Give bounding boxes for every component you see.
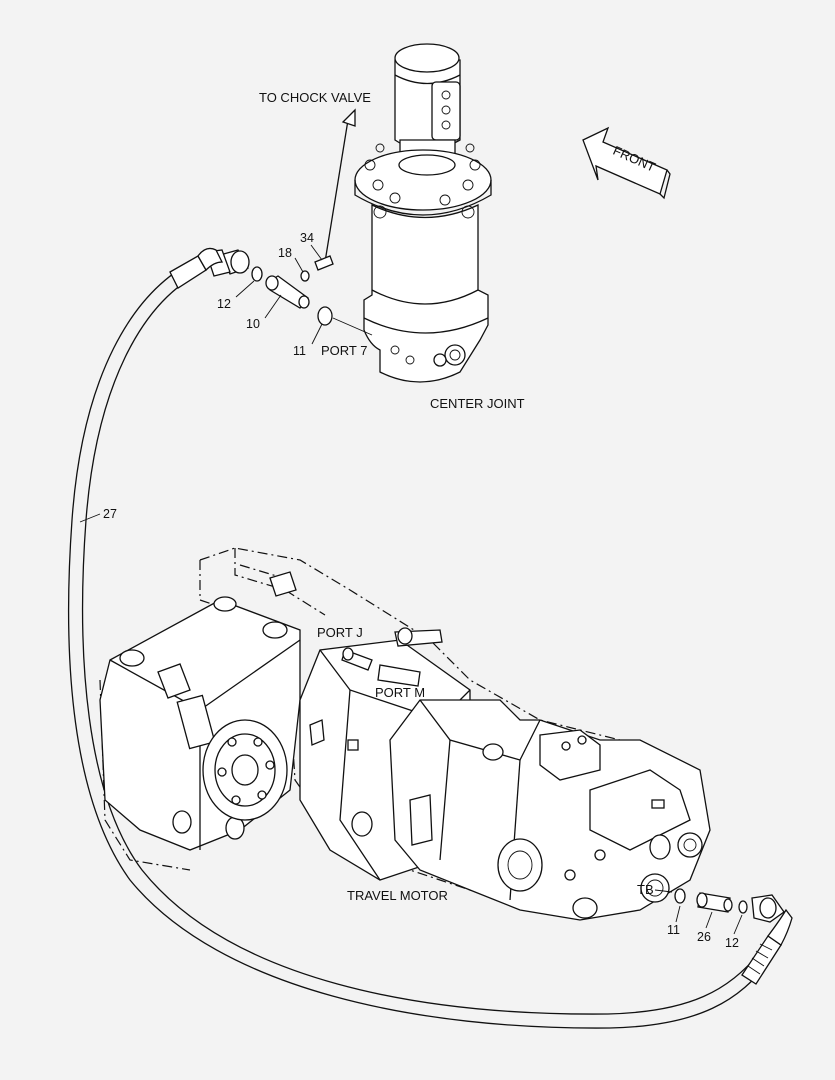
callout-10: 10 [246,317,260,331]
hose-27 [67,247,793,1029]
port-j-label: PORT J [317,625,363,640]
callout-11-bottom: 11 [667,923,680,937]
callout-18: 18 [278,246,292,260]
port-m-label: PORT M [375,685,425,700]
to-chock-valve-label: TO CHOCK VALVE [259,90,371,105]
callout-11-top: 11 [293,344,306,358]
callout-27: 27 [103,507,117,521]
leader-27 [79,513,101,523]
front-arrow-icon [582,126,671,200]
callout-26: 26 [697,930,711,944]
travel-motor-fittings [654,888,785,935]
center-joint-drawing [354,43,492,383]
center-joint-label: CENTER JOINT [430,396,525,411]
callout-34: 34 [300,231,314,245]
tb-label: TB [637,882,654,897]
center-joint-fittings [205,249,334,326]
top-leader-lines [235,244,373,345]
callout-12-bottom: 12 [725,936,739,950]
port-7-label: PORT 7 [321,343,367,358]
callout-12-top: 12 [217,297,231,311]
chock-valve-arrow [324,108,356,263]
travel-motor-drawing [99,547,711,921]
travel-motor-label: TRAVEL MOTOR [347,888,448,903]
